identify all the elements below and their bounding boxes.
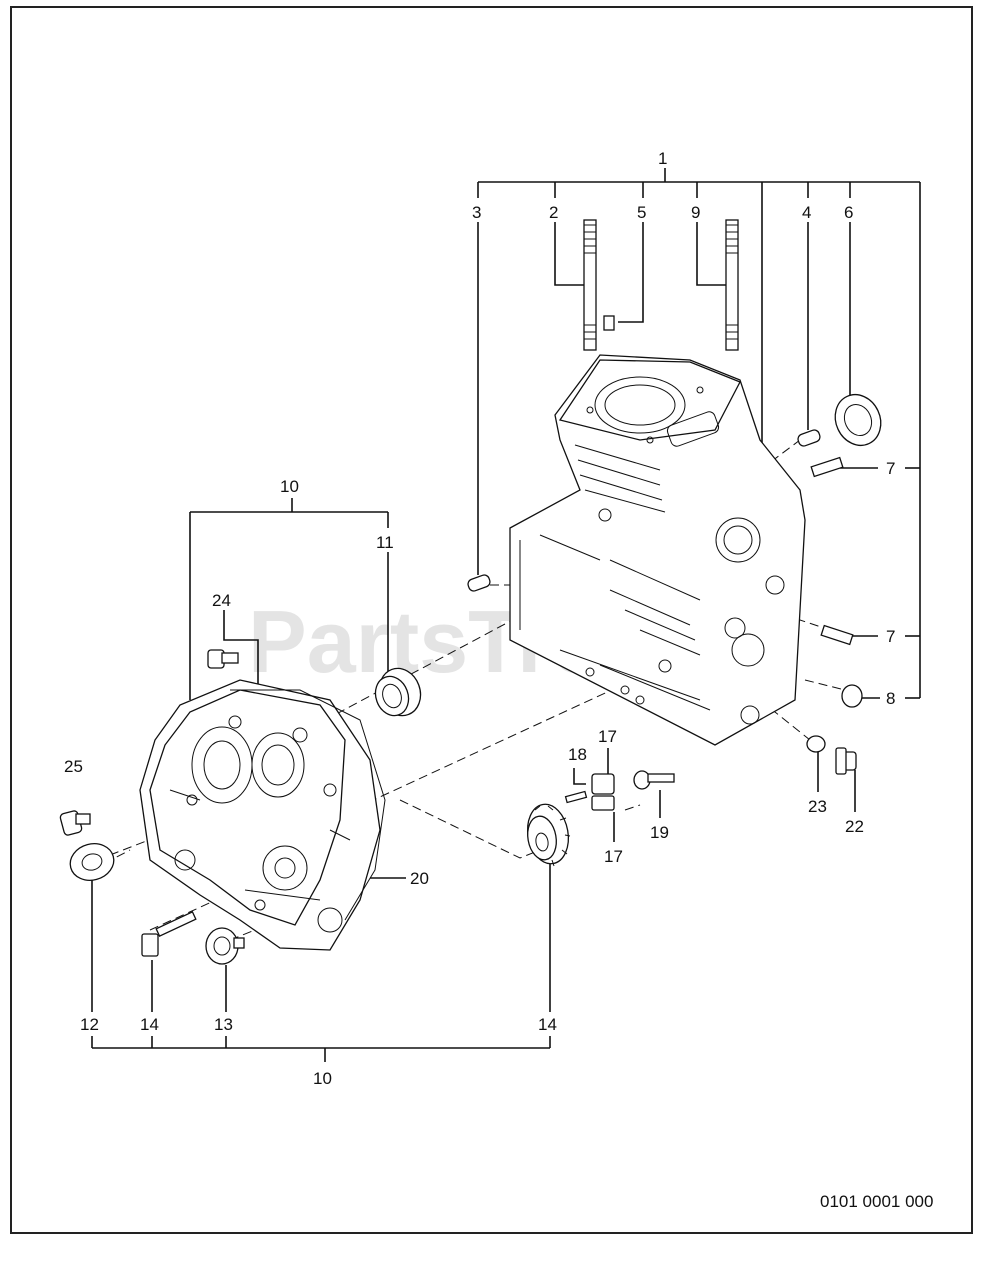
stud-7-upper — [810, 456, 844, 478]
label-3: 3 — [472, 203, 481, 222]
bushing-11 — [374, 667, 422, 717]
label-13: 13 — [214, 1015, 233, 1034]
label-20: 20 — [410, 869, 429, 888]
callout-labels: 1 3 2 5 9 4 6 7 7 8 10 11 24 25 20 18 17… — [64, 149, 895, 1088]
dowel-pin-3 — [467, 574, 491, 592]
label-25: 25 — [64, 757, 83, 776]
label-17-upper: 17 — [598, 727, 617, 746]
label-5: 5 — [637, 203, 646, 222]
label-2: 2 — [549, 203, 558, 222]
label-14-left: 14 — [140, 1015, 159, 1034]
label-4: 4 — [802, 203, 811, 222]
label-6: 6 — [844, 203, 853, 222]
stud-bolt-2 — [583, 219, 597, 351]
label-18: 18 — [568, 745, 587, 764]
oil-sensor-13 — [205, 927, 245, 965]
oil-seal-12 — [69, 843, 115, 881]
label-17-lower: 17 — [604, 847, 623, 866]
label-23: 23 — [808, 797, 827, 816]
stud-bolt-9 — [725, 219, 739, 351]
label-10-bottom: 10 — [313, 1069, 332, 1088]
crankcase-cover — [139, 679, 386, 951]
label-12: 12 — [80, 1015, 99, 1034]
label-7-upper: 7 — [886, 459, 895, 478]
governor-gear-14 — [526, 803, 571, 867]
label-19: 19 — [650, 823, 669, 842]
oil-seal-6 — [834, 394, 882, 446]
governor-shaft-14 — [141, 911, 197, 957]
bolt-19 — [633, 770, 675, 790]
plug-8 — [841, 684, 863, 708]
label-10-top: 10 — [280, 477, 299, 496]
stud-7-lower — [820, 624, 854, 646]
plug-bolt-22 — [835, 747, 857, 775]
label-8: 8 — [886, 689, 895, 708]
drawing-frame — [10, 6, 973, 1234]
label-7-lower: 7 — [886, 627, 895, 646]
label-9: 9 — [691, 203, 700, 222]
label-22: 22 — [845, 817, 864, 836]
assembly-1-bracket — [477, 168, 921, 699]
diagram-code: 0101 0001 000 — [820, 1192, 933, 1211]
cylinder-block — [509, 354, 806, 746]
label-11: 11 — [376, 533, 394, 552]
governor-parts-17-18 — [564, 773, 615, 811]
dowel-pin-5 — [603, 315, 615, 331]
label-1: 1 — [658, 149, 667, 168]
dowel-pin-4 — [797, 429, 821, 447]
plug-25 — [59, 810, 91, 836]
bolt-24 — [207, 649, 239, 669]
washer-23 — [806, 735, 826, 753]
label-24: 24 — [212, 591, 231, 610]
label-14-right: 14 — [538, 1015, 557, 1034]
assembly-10-bracket — [91, 498, 856, 1062]
